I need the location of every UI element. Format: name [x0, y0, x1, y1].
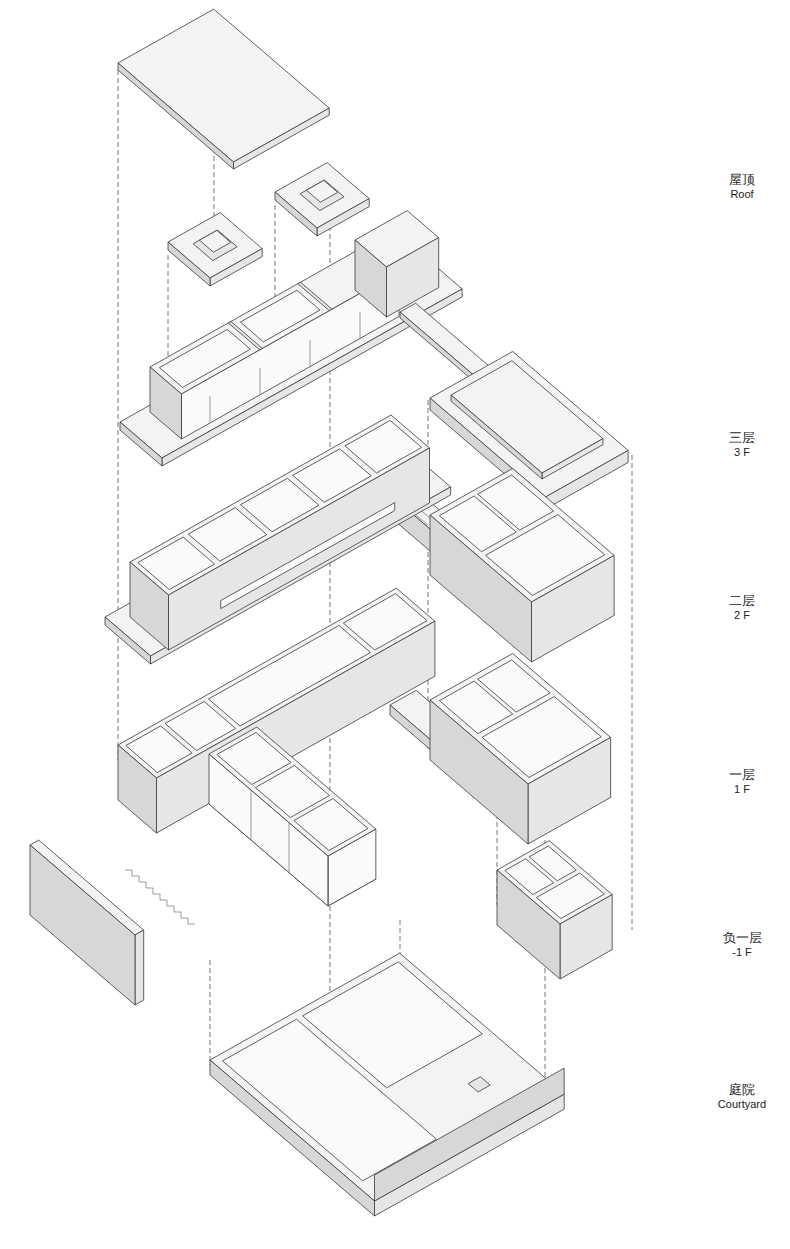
roof-slab: [118, 9, 329, 169]
floor-label: 三层: [729, 431, 755, 445]
floor-label: 屋顶: [729, 173, 755, 187]
skylight: [168, 213, 262, 286]
floor-label: 一层: [729, 768, 755, 782]
building-volume: [118, 588, 435, 833]
floor-label: Roof: [730, 188, 753, 200]
floor-label: 2 F: [734, 609, 750, 621]
floor-label: 3 F: [734, 446, 750, 458]
basement-volume: [497, 841, 612, 979]
floor-label: 负一层: [723, 931, 762, 945]
skylight: [275, 163, 369, 236]
building-volume: [130, 415, 430, 650]
floor-label: -1 F: [732, 946, 752, 958]
annex-volume: [430, 653, 611, 844]
stair-wall: [30, 840, 195, 1005]
floor-label: 庭院: [729, 1083, 755, 1097]
projection-lines: [118, 20, 632, 1095]
annex-roof-raised: [451, 361, 603, 479]
annex-volume: [430, 468, 614, 662]
floor-label: Courtyard: [718, 1098, 766, 1110]
glass-pavilion: [209, 727, 376, 906]
floor-label: 1 F: [734, 783, 750, 795]
tower-volume: [355, 211, 439, 317]
courtyard-slab: [210, 953, 564, 1216]
floor-label: 二层: [729, 594, 755, 608]
